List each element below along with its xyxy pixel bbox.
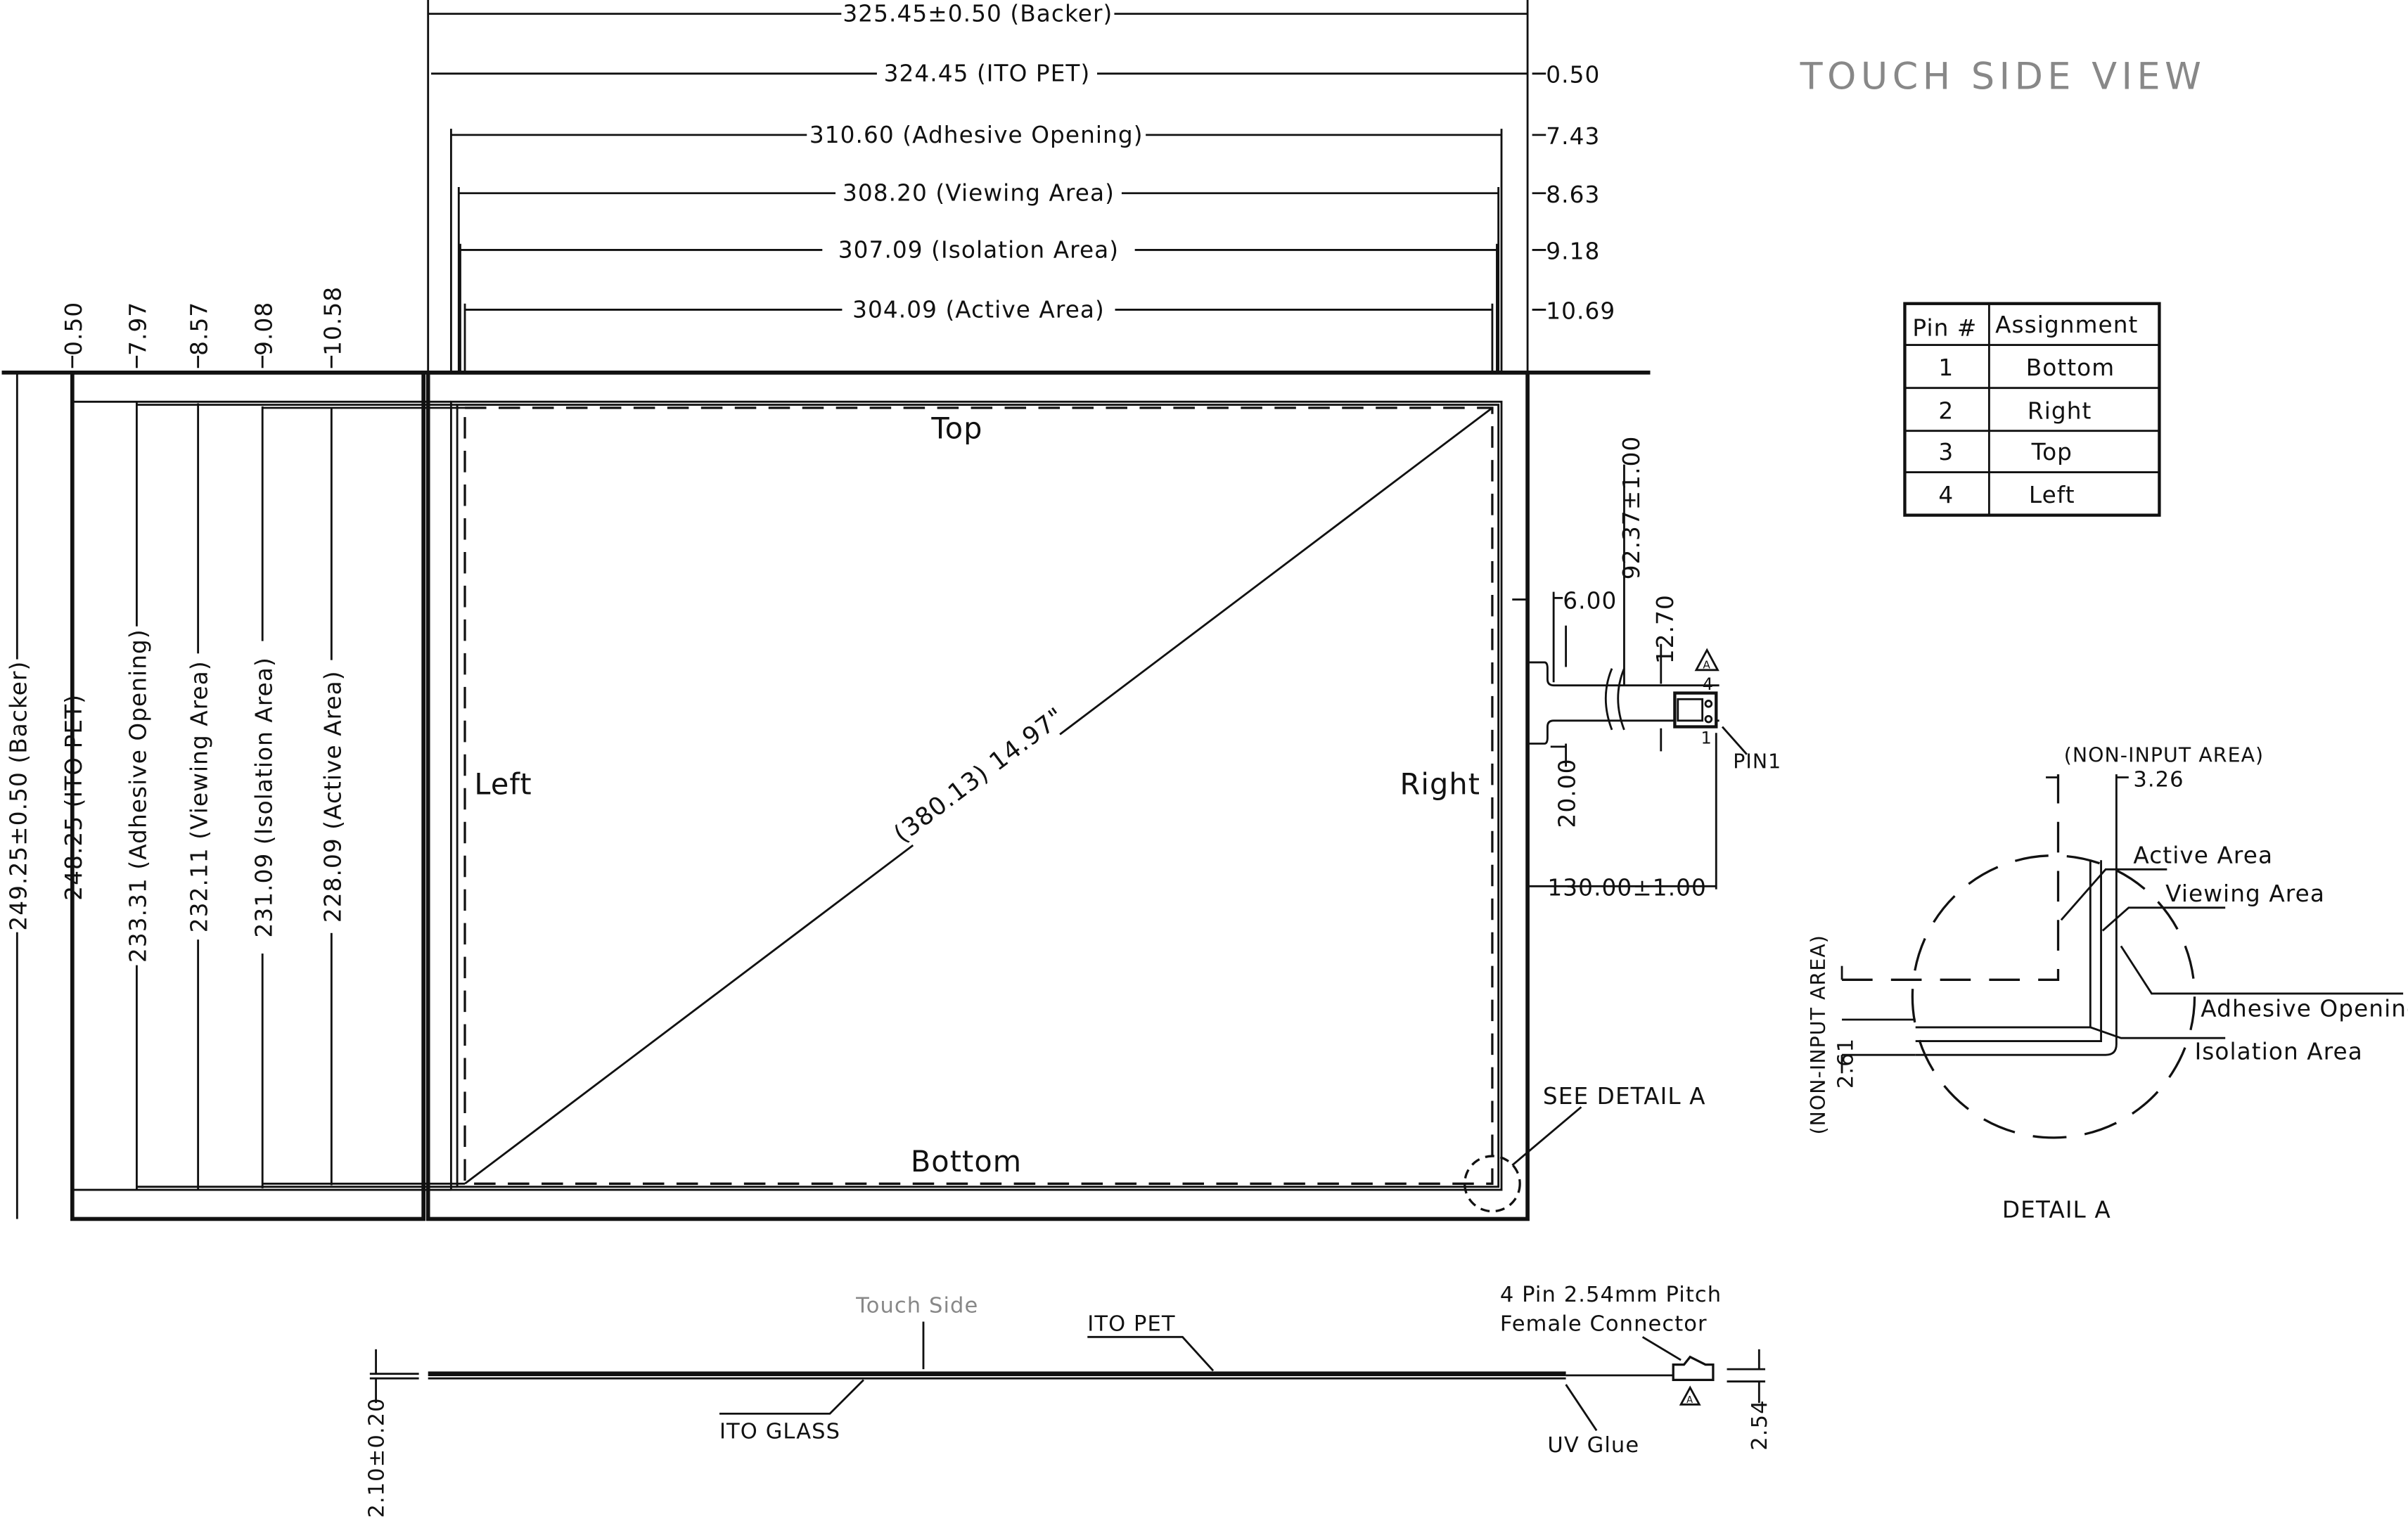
left-dim-offset: 8.57 <box>186 302 213 356</box>
uv-glue-label: UV Glue <box>1547 1433 1639 1458</box>
left-dim-label: 249.25±0.50 (Backer) <box>5 661 32 931</box>
detail-label-adhesive: Adhesive Opening <box>2201 996 2408 1022</box>
left-dim-label: 231.09 (Isolation Area) <box>250 657 277 937</box>
left-dim-offset: 10.58 <box>319 286 346 356</box>
connector-label-2: Female Connector <box>1500 1312 1708 1337</box>
pin-row-4-assignment: Left <box>2029 482 2075 508</box>
top-dim-label: 304.09 (Active Area) <box>852 296 1105 323</box>
top-dim-offset: 9.18 <box>1546 238 1600 264</box>
detail-non-input-left: (NON-INPUT AREA) <box>1807 935 1830 1134</box>
detail-label-active: Active Area <box>2133 842 2273 869</box>
top-dim-offset: 10.69 <box>1546 298 1615 325</box>
pin-row-4-pin: 4 <box>1938 482 1954 508</box>
top-dimensions: 325.45±0.50 (Backer) 324.45 (ITO PET) 0.50… <box>428 0 1615 373</box>
pin-row-3-assignment: Top <box>2031 439 2073 466</box>
pin-4-label: 4 <box>1703 674 1714 694</box>
pin1-callout: PIN1 <box>1733 750 1781 773</box>
pin-row-2-assignment: Right <box>2028 397 2092 424</box>
left-dim-label: 228.09 (Active Area) <box>319 670 346 923</box>
view-title: TOUCH SIDE VIEW <box>1800 55 2206 98</box>
top-dim-label: 325.45±0.50 (Backer) <box>843 1 1113 27</box>
panel-outline <box>1 371 1651 1221</box>
side-marker-a: A <box>1686 1395 1693 1406</box>
pitch-dim: 2.54 <box>1748 1399 1772 1450</box>
label-bottom: Bottom <box>911 1145 1022 1179</box>
dim-6-00: 6.00 <box>1563 588 1617 615</box>
top-dim-label: 324.45 (ITO PET) <box>884 60 1091 87</box>
pin-row-2-pin: 2 <box>1938 397 1954 424</box>
detail-label-isolation: Isolation Area <box>2195 1039 2363 1065</box>
pin-table-header-assignment: Assignment <box>1995 312 2138 338</box>
pin-table: Pin # Assignment 1 Bottom 2 Right 3 Top … <box>1903 302 2161 517</box>
left-dimensions: 249.25±0.50 (Backer)248.25 (ITO PET)0.50… <box>3 286 346 1219</box>
dim-20-00: 20.00 <box>1554 758 1581 828</box>
label-top: Top <box>930 412 982 446</box>
pin-row-1-assignment: Bottom <box>2026 354 2115 381</box>
detail-label-viewing: Viewing Area <box>2165 880 2325 907</box>
detail-a-drawing <box>1840 774 2404 1139</box>
left-dim-offset: 7.97 <box>124 302 151 356</box>
dim-92-37: 92.37±1.00 <box>1618 436 1645 580</box>
marker-a: A <box>1703 659 1711 672</box>
touch-side-label: Touch Side <box>855 1293 978 1318</box>
top-dim-label: 307.09 (Isolation Area) <box>838 236 1119 263</box>
top-dim-label: 308.20 (Viewing Area) <box>843 180 1115 207</box>
left-dim-offset: 0.50 <box>60 302 87 356</box>
side-view-drawing <box>369 1321 1766 1432</box>
detail-dim-3-26: 3.26 <box>2133 768 2184 792</box>
label-left: Left <box>474 767 532 801</box>
top-dim-label: 310.60 (Adhesive Opening) <box>809 122 1144 148</box>
diagonal-size: (380.13) 14.97" <box>889 702 1070 849</box>
top-dim-offset: 7.43 <box>1546 123 1600 150</box>
ito-glass-label: ITO GLASS <box>719 1419 840 1444</box>
detail-a-title: DETAIL A <box>2002 1196 2111 1223</box>
pin-table-header-pin: Pin # <box>1912 315 1977 342</box>
left-dim-label: 232.11 (Viewing Area) <box>186 660 213 932</box>
ito-pet-label: ITO PET <box>1087 1312 1175 1337</box>
thickness-dim: 2.10±0.20 <box>364 1397 389 1517</box>
pin-1-label: 1 <box>1701 729 1712 748</box>
pin-row-1-pin: 1 <box>1938 354 1954 381</box>
left-dim-label: 233.31 (Adhesive Opening) <box>124 629 151 963</box>
dim-12-70: 12.70 <box>1652 594 1679 664</box>
see-detail-a: SEE DETAIL A <box>1543 1083 1706 1110</box>
fpc-tail <box>1512 464 1748 890</box>
dim-130-00: 130.00±1.00 <box>1547 874 1707 901</box>
top-dim-offset: 0.50 <box>1546 62 1600 89</box>
detail-dim-2-61: 2.61 <box>1833 1038 1858 1089</box>
label-right: Right <box>1400 767 1481 801</box>
left-dim-offset: 9.08 <box>250 302 277 356</box>
detail-non-input-top: (NON-INPUT AREA) <box>2064 744 2264 767</box>
pin-row-3-pin: 3 <box>1938 439 1954 466</box>
connector-label-1: 4 Pin 2.54mm Pitch <box>1500 1283 1722 1307</box>
top-dim-offset: 8.63 <box>1546 181 1600 208</box>
